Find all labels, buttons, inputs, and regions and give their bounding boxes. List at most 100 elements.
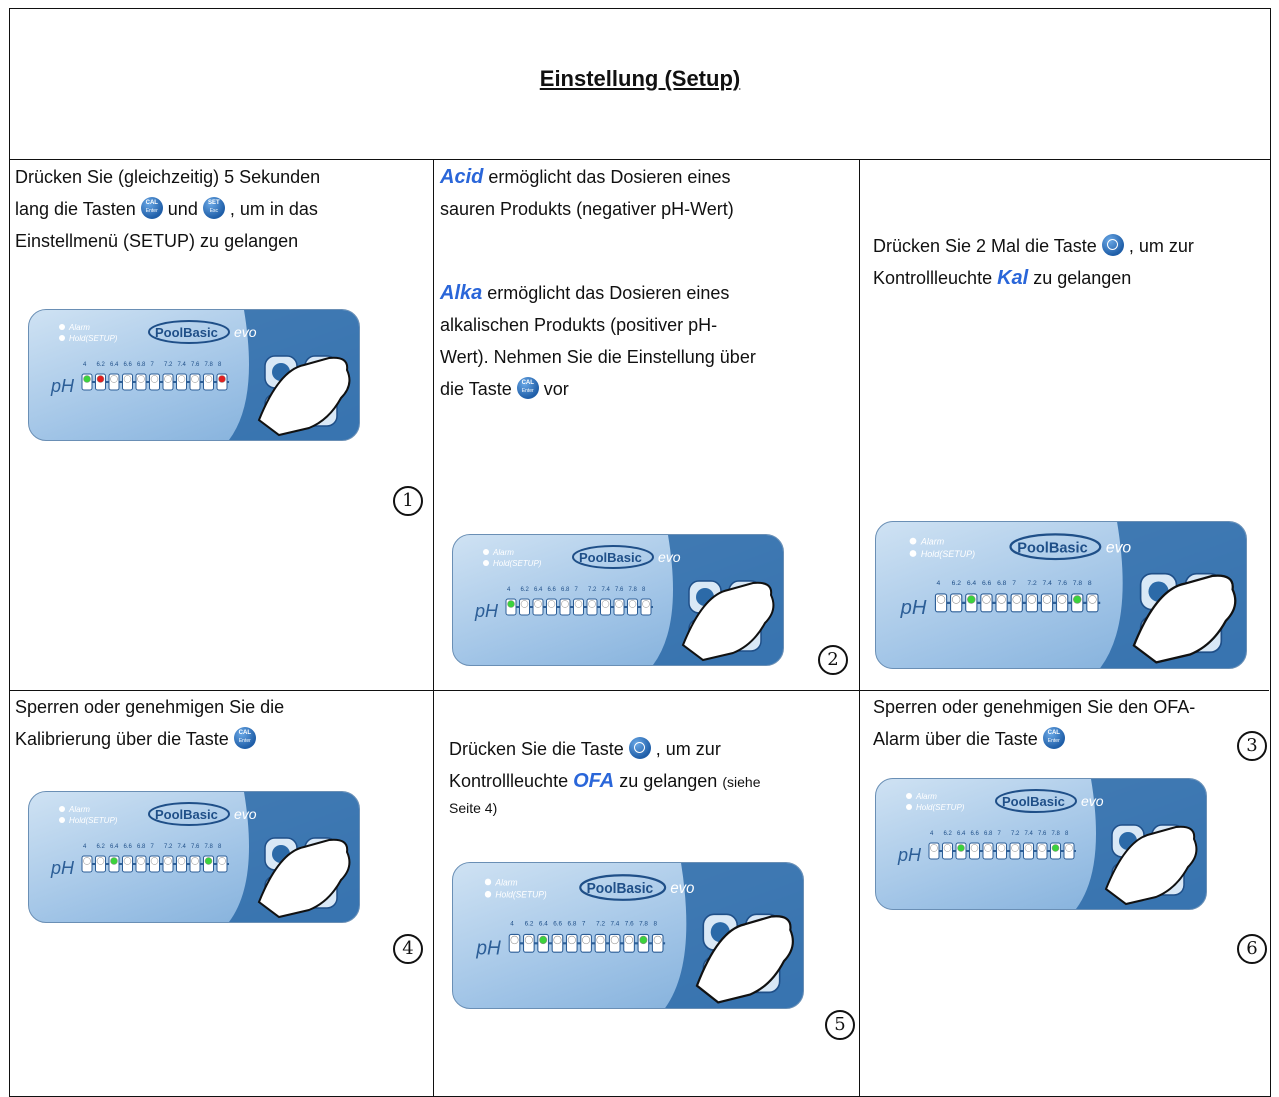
brand-logo: PoolBasic [155,325,218,340]
ph-led [1065,844,1073,852]
scale-label: 6.8 [984,831,993,837]
scale-label: 6.8 [568,920,577,927]
ph-led [150,857,159,865]
scale-label: 6.2 [952,580,962,587]
hold-label: Hold(SETUP) [69,816,118,825]
title-row: Einstellung (Setup) [10,9,1270,160]
ph-led [642,600,650,608]
scale-label: 7.4 [611,920,620,927]
pointing-hand-icon [695,915,794,1004]
scale-label: 4 [510,920,514,927]
scale-label: 7 [575,587,579,593]
scale-label: 6.4 [967,580,977,587]
scale-label: 7 [1012,580,1016,587]
ph-led [204,375,213,383]
scale-label: 6.6 [124,362,133,368]
scale-label: 6.4 [534,587,543,593]
scale-label: 4 [83,362,87,368]
scale-label: 7 [582,920,586,927]
pointing-hand-icon [257,356,351,437]
ph-led [943,844,952,852]
brand-suffix: evo [1081,793,1104,809]
brand-suffix: evo [658,549,681,565]
ph-led [177,375,186,383]
ph-led [936,595,946,604]
row-divider [10,690,1269,691]
ph-led [547,600,556,608]
scale-label: 4 [930,831,934,837]
up-arrow-button-icon [1101,234,1124,256]
ph-led [191,857,199,865]
ph-led [164,857,172,865]
ph-led [982,595,991,604]
scale-label: 7 [151,362,155,368]
scale-label: 6.6 [124,844,133,850]
alarm-label: Alarm [492,548,514,557]
scale-label: 7.2 [1027,580,1037,587]
brand-logo: PoolBasic [155,807,218,822]
scale-label: 6.2 [944,831,953,837]
ph-led [553,935,562,945]
column-divider [859,160,860,1096]
scale-label: 8 [218,362,222,368]
hold-label: Hold(SETUP) [69,334,118,343]
alka-keyword: Alka [440,282,483,304]
brand-logo: PoolBasic [1017,540,1087,556]
scale-label: 7.6 [191,362,200,368]
hold-label: Hold(SETUP) [493,559,542,568]
pointing-hand-icon [1132,574,1237,664]
scale-label: 7.8 [205,362,214,368]
pointing-hand-icon [1104,825,1198,906]
brand-suffix: evo [1106,539,1132,556]
scale-label: 6.6 [971,831,980,837]
ph-label: pH [50,376,75,396]
scale-label: 6.2 [97,844,106,850]
ph-led [507,600,515,608]
scale-label: 7.8 [205,844,214,850]
ph-led [123,857,132,865]
ph-led [83,375,91,383]
cell-6-text: Sperren oder genehmigen Sie den OFA- Ala… [873,697,1196,749]
ph-led [534,600,542,608]
scale-label: 7.4 [602,587,611,593]
alarm-label: Alarm [68,323,90,332]
ph-led [997,595,1006,604]
ph-led [1024,844,1033,852]
ph-led [524,935,533,945]
ph-led [204,857,213,865]
scale-label: 7.6 [191,844,200,850]
hold-label: Hold(SETUP) [495,889,546,899]
up-arrow-button-icon [628,737,651,759]
ph-led [1051,844,1060,852]
ph-led [628,600,637,608]
ph-led [1038,844,1046,852]
ph-led [951,595,961,604]
scale-label: 7.2 [164,844,173,850]
page-title: Einstellung (Setup) [539,66,741,91]
ph-led [610,935,619,945]
ph-led [96,375,105,383]
scale-label: 6.4 [539,920,548,927]
ph-led [1012,595,1021,604]
scale-label: 7 [998,831,1002,837]
ph-led [177,857,186,865]
ph-led [1011,844,1019,852]
step-number-4: 4 [393,934,423,964]
alarm-label: Alarm [68,805,90,814]
scale-label: 7.2 [596,920,605,927]
scale-label: 4 [507,587,511,593]
scale-label: 6.8 [561,587,570,593]
scale-label: 7.8 [1052,831,1061,837]
brand-logo: PoolBasic [1002,794,1065,809]
brand-suffix: evo [670,880,694,897]
scale-label: 6.2 [521,587,530,593]
scale-label: 7.8 [1073,580,1083,587]
